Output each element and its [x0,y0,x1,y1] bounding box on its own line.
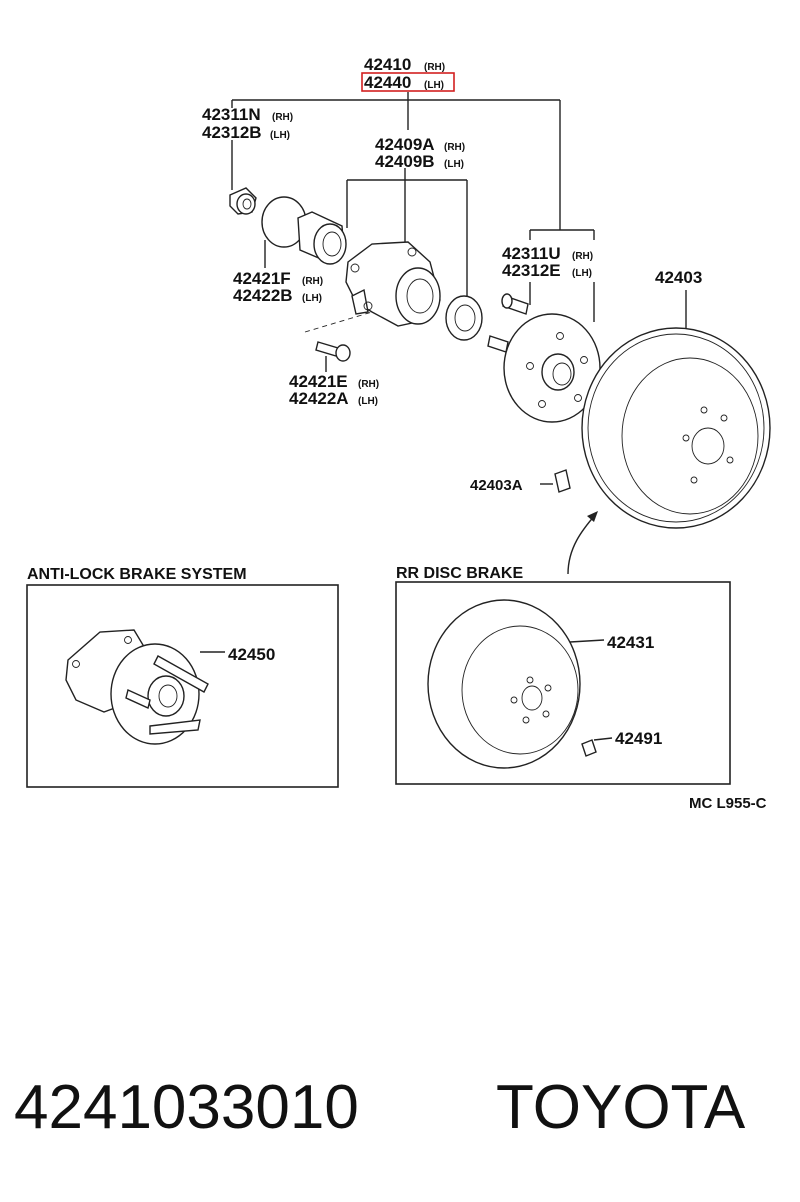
highlight-box [361,72,455,92]
suffix-bolt-rh: (RH) [358,379,379,390]
label-stud-lh: 42312E [502,261,561,280]
label-bolt-lh: 42422A [289,389,349,408]
abs-hub-part [65,629,209,745]
suffix-seal-rh: (RH) [272,112,293,123]
suffix-seal-lh: (LH) [270,130,290,141]
callout-seal: 42311N (RH) 42312B (LH) [202,105,293,142]
footer-brand: TOYOTA [496,1073,746,1142]
suffix-hub-lh: (LH) [444,159,464,170]
axle-hub-part [503,313,601,423]
suffix-assy-lh: (LH) [424,80,444,91]
callout-assy-lh: 42440 (LH) [364,73,444,92]
brake-drum-part [581,327,771,529]
leader-lines [200,92,687,741]
section-box-abs [26,584,339,788]
section-box-disc [395,581,731,785]
brake-disc-part [427,599,581,769]
footer-part-number: 4241033010 [14,1073,359,1142]
label-bearing-lh: 42422B [233,286,293,305]
callout-assy-rh: 42410 (RH) [364,55,445,74]
hub-bolt-part [315,341,351,362]
callout-stud: 42311U (RH) 42312E (LH) [502,244,593,280]
seal-ring-part [445,295,483,341]
label-assy-lh: 42440 [364,73,411,92]
label-abs-hub: 42450 [228,645,275,664]
suffix-bearing-rh: (RH) [302,276,323,287]
hub-stud-part [487,293,529,353]
section-title-abs: ANTI-LOCK BRAKE SYSTEM [27,566,247,583]
figure-code: MC L955-C [689,795,767,812]
callout-bolt: 42421E (RH) 42422A (LH) [289,372,379,408]
suffix-bearing-lh: (LH) [302,293,322,304]
svg-text:42410: 42410 [364,55,411,74]
label-bearing-rh: 42421F [233,269,291,288]
hub-housing-part [345,241,441,327]
bearing-part [261,196,347,265]
suffix-stud-rh: (RH) [572,251,593,262]
oil-seal-part [229,187,257,215]
label-disc: 42431 [607,633,654,652]
suffix-assy-rh: (RH) [424,62,445,73]
label-plug: 42403A [470,477,523,494]
disc-screw-part [581,739,597,757]
suffix-hub-rh: (RH) [444,142,465,153]
label-bolt-rh: 42421E [289,372,348,391]
label-screw: 42491 [615,729,662,748]
label-hub-lh: 42409B [375,152,435,171]
suffix-bolt-lh: (LH) [358,396,378,407]
section-title-disc: RR DISC BRAKE [396,565,523,582]
label-assy-rh: 42410 [364,55,411,74]
label-stud-rh: 42311U [502,244,561,263]
callout-hub: 42409A (RH) 42409B (LH) [375,135,465,171]
label-drum: 42403 [655,268,702,287]
label-seal-lh: 42312B [202,123,262,142]
label-seal-rh: 42311N [202,105,261,124]
suffix-stud-lh: (LH) [572,268,592,279]
plug-part [554,469,571,493]
callout-bearing: 42421F (RH) 42422B (LH) [233,269,323,305]
label-hub-rh: 42409A [375,135,435,154]
